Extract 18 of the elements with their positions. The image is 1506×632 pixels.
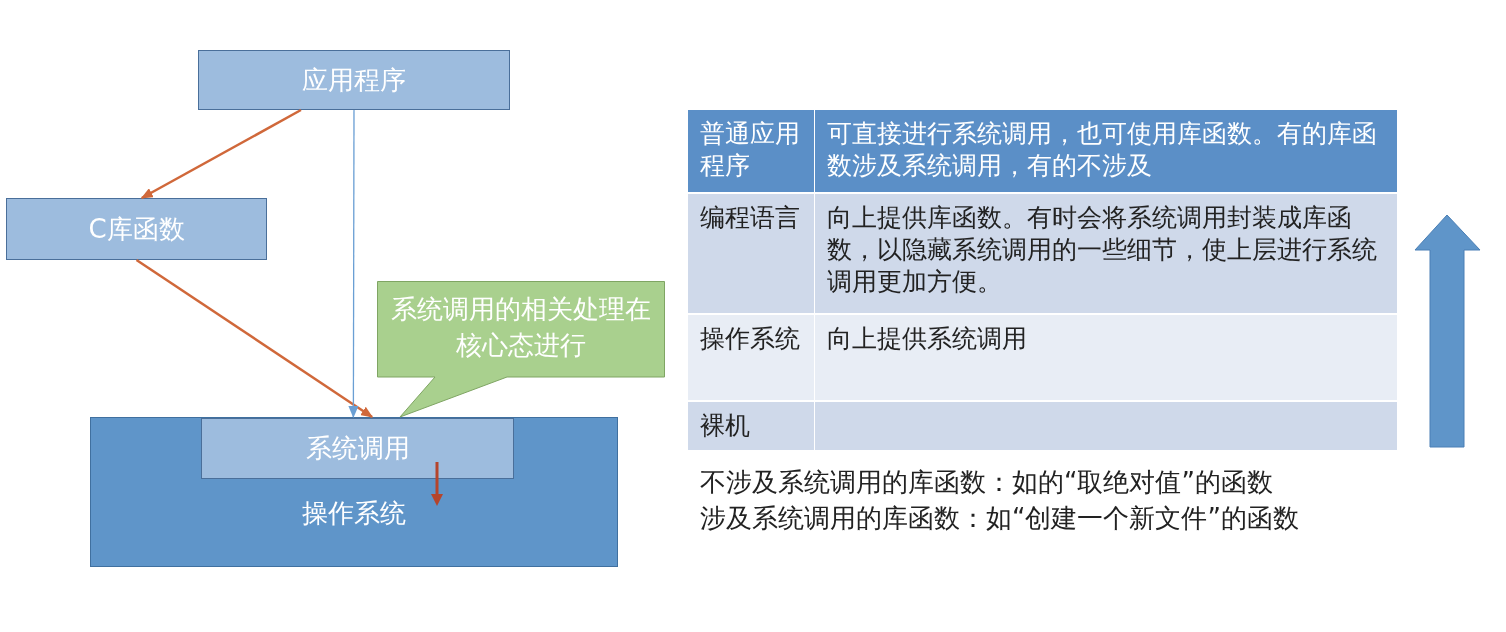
table-cell: 操作系统 bbox=[688, 315, 814, 400]
system-box bbox=[90, 417, 618, 567]
header-cell: 普通应用程序 bbox=[688, 110, 814, 192]
header-cell: 可直接进行系统调用，也可使用库函数。有的库函数涉及系统调用，有的不涉及 bbox=[815, 110, 1397, 192]
note-text: 涉及系统调用的库函数：如“创建一个新文件”的函数 bbox=[699, 502, 1300, 534]
table-cell: 向上提供系统调用 bbox=[815, 315, 1397, 400]
table-cell: 编程语言 bbox=[688, 194, 814, 313]
table-cell: 向上提供库函数。有时会将系统调用封装成库函数，以隐藏系统调用的一些细节，使上层进行系统调用更加方便。 bbox=[815, 194, 1397, 313]
arrow bbox=[135, 258, 373, 419]
table-cell: 裸机 bbox=[688, 402, 814, 450]
process-box: C库函数 bbox=[6, 198, 267, 260]
arrow bbox=[348, 109, 359, 418]
process-box: 应用程序 bbox=[198, 50, 510, 110]
arrow bbox=[140, 108, 302, 200]
process-box: 系统调用 bbox=[201, 418, 514, 479]
box-label: 操作系统 bbox=[301, 497, 407, 530]
note-text: 不涉及系统调用的库函数：如的“取绝对值”的函数 bbox=[699, 466, 1274, 498]
callout-bubble: 系统调用的相关处理在核心态进行 bbox=[377, 281, 665, 418]
